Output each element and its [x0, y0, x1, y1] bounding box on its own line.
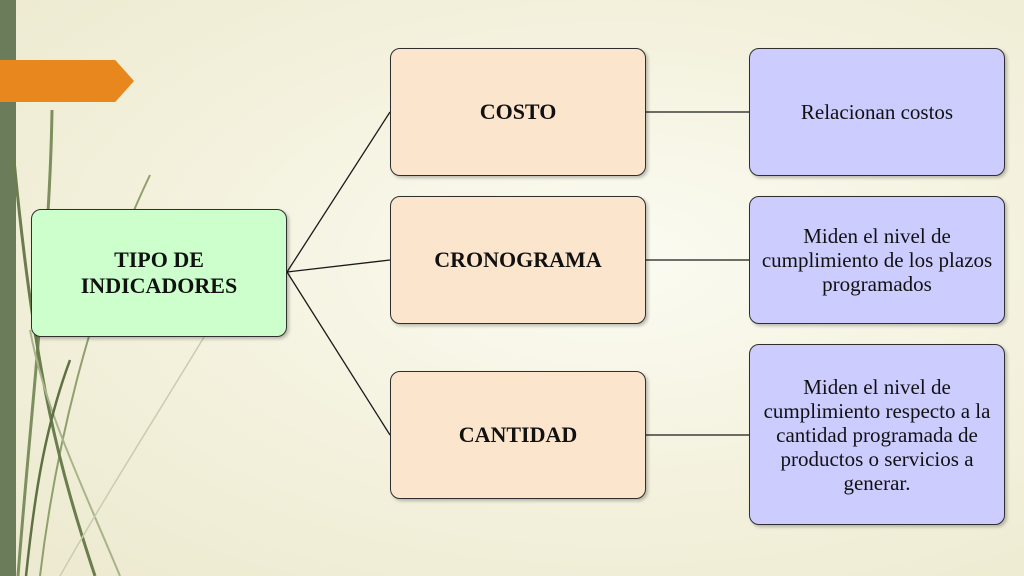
slide-accent-tab: [0, 60, 134, 102]
slide-left-bar: [0, 0, 16, 576]
description-node-costo: Relacionan costos: [749, 48, 1005, 176]
connector-root-cronograma: [286, 259, 391, 273]
description-node-cronograma: Miden el nivel de cumplimiento de los pl…: [749, 196, 1005, 324]
category-label-costo: COSTO: [479, 99, 557, 124]
connector-root-cantidad: [286, 271, 391, 436]
connector-root-costo: [286, 111, 391, 273]
category-label-cronograma: CRONOGRAMA: [434, 247, 602, 272]
description-text-costo: Relacionan costos: [800, 100, 954, 124]
category-node-costo: COSTO: [390, 48, 646, 176]
root-node-tipo-de-indicadores: TIPO DE INDICADORES: [31, 209, 287, 337]
description-text-cantidad: Miden el nivel de cumplimiento respecto …: [763, 374, 991, 495]
root-node-label: TIPO DE INDICADORES: [80, 247, 238, 298]
description-text-cronograma: Miden el nivel de cumplimiento de los pl…: [761, 224, 993, 296]
category-node-cantidad: CANTIDAD: [390, 371, 646, 499]
description-node-cantidad: Miden el nivel de cumplimiento respecto …: [749, 344, 1005, 525]
category-node-cronograma: CRONOGRAMA: [390, 196, 646, 324]
category-label-cantidad: CANTIDAD: [458, 422, 578, 447]
